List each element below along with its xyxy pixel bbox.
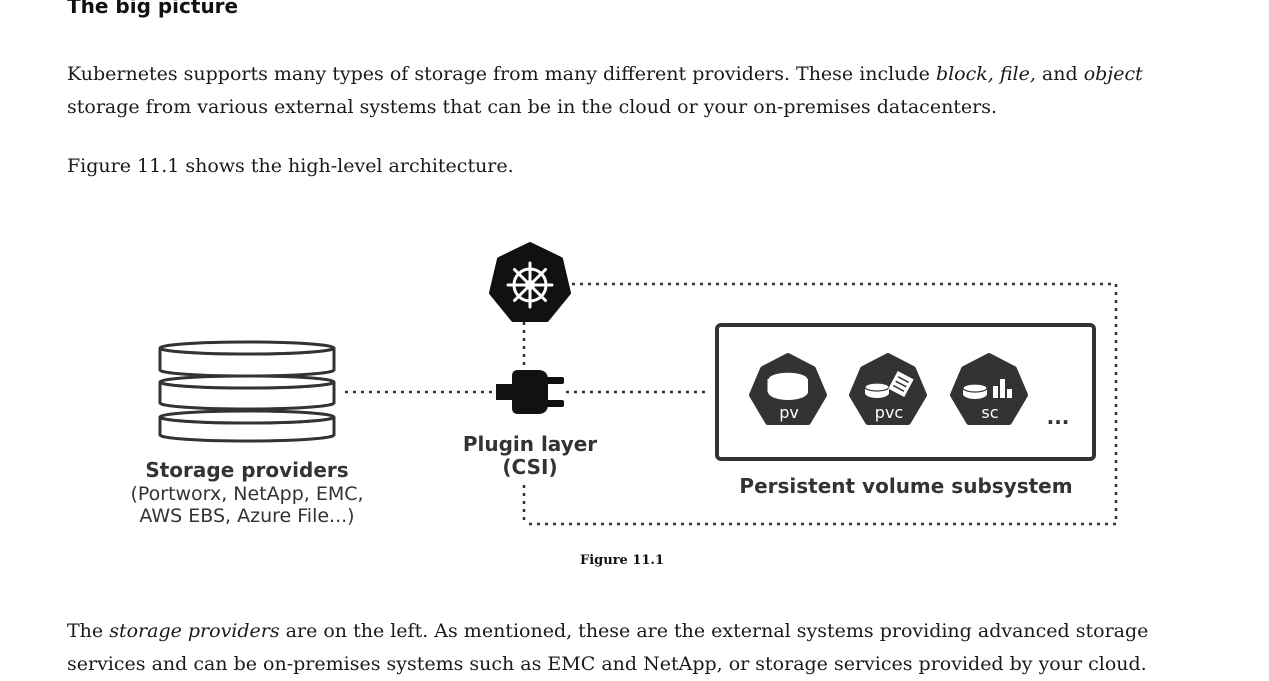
plug-icon bbox=[496, 370, 564, 414]
pv-icon bbox=[749, 353, 827, 425]
sc-label: sc bbox=[981, 403, 998, 422]
storage-providers-title: Storage providers bbox=[145, 458, 348, 482]
sc-icon bbox=[950, 353, 1028, 425]
body-italic-1: storage providers bbox=[109, 620, 280, 642]
storage-providers-examples-2: AWS EBS, Azure File...) bbox=[139, 505, 354, 527]
persistent-volume-subsystem-label: Persistent volume subsystem bbox=[739, 474, 1072, 498]
storage-providers-examples-1: (Portworx, NetApp, EMC, bbox=[130, 483, 363, 505]
storage-providers-paragraph: The storage providers are on the left. A… bbox=[67, 615, 1207, 681]
figure-reference-paragraph: Figure 11.1 shows the high-level archite… bbox=[67, 155, 514, 177]
body-text-2: are on the left. As mentioned, these are… bbox=[67, 620, 1149, 675]
more-ellipsis: ... bbox=[1047, 405, 1070, 429]
section-heading: The big picture bbox=[67, 0, 239, 18]
pv-label: pv bbox=[779, 403, 799, 422]
pvc-label: pvc bbox=[875, 403, 903, 422]
dotted-connectors bbox=[345, 282, 1118, 526]
intro-text-1: Kubernetes supports many types of storag… bbox=[67, 63, 936, 85]
intro-paragraph: Kubernetes supports many types of storag… bbox=[67, 58, 1207, 124]
pvc-icon bbox=[849, 353, 927, 425]
storage-stack-icon bbox=[158, 340, 336, 443]
intro-italic-1: block, file, bbox=[935, 63, 1036, 85]
kubernetes-boundary bbox=[524, 282, 1118, 526]
kubernetes-logo-icon bbox=[489, 242, 571, 322]
intro-text-3: storage from various external systems th… bbox=[67, 96, 998, 118]
intro-text-2: and bbox=[1035, 63, 1084, 85]
plugin-layer-label: Plugin layer bbox=[463, 432, 597, 456]
intro-italic-2: object bbox=[1083, 63, 1143, 85]
body-text-1: The bbox=[67, 620, 110, 642]
figure-caption: Figure 11.1 bbox=[579, 553, 665, 568]
plugin-layer-csi-label: (CSI) bbox=[502, 455, 557, 479]
